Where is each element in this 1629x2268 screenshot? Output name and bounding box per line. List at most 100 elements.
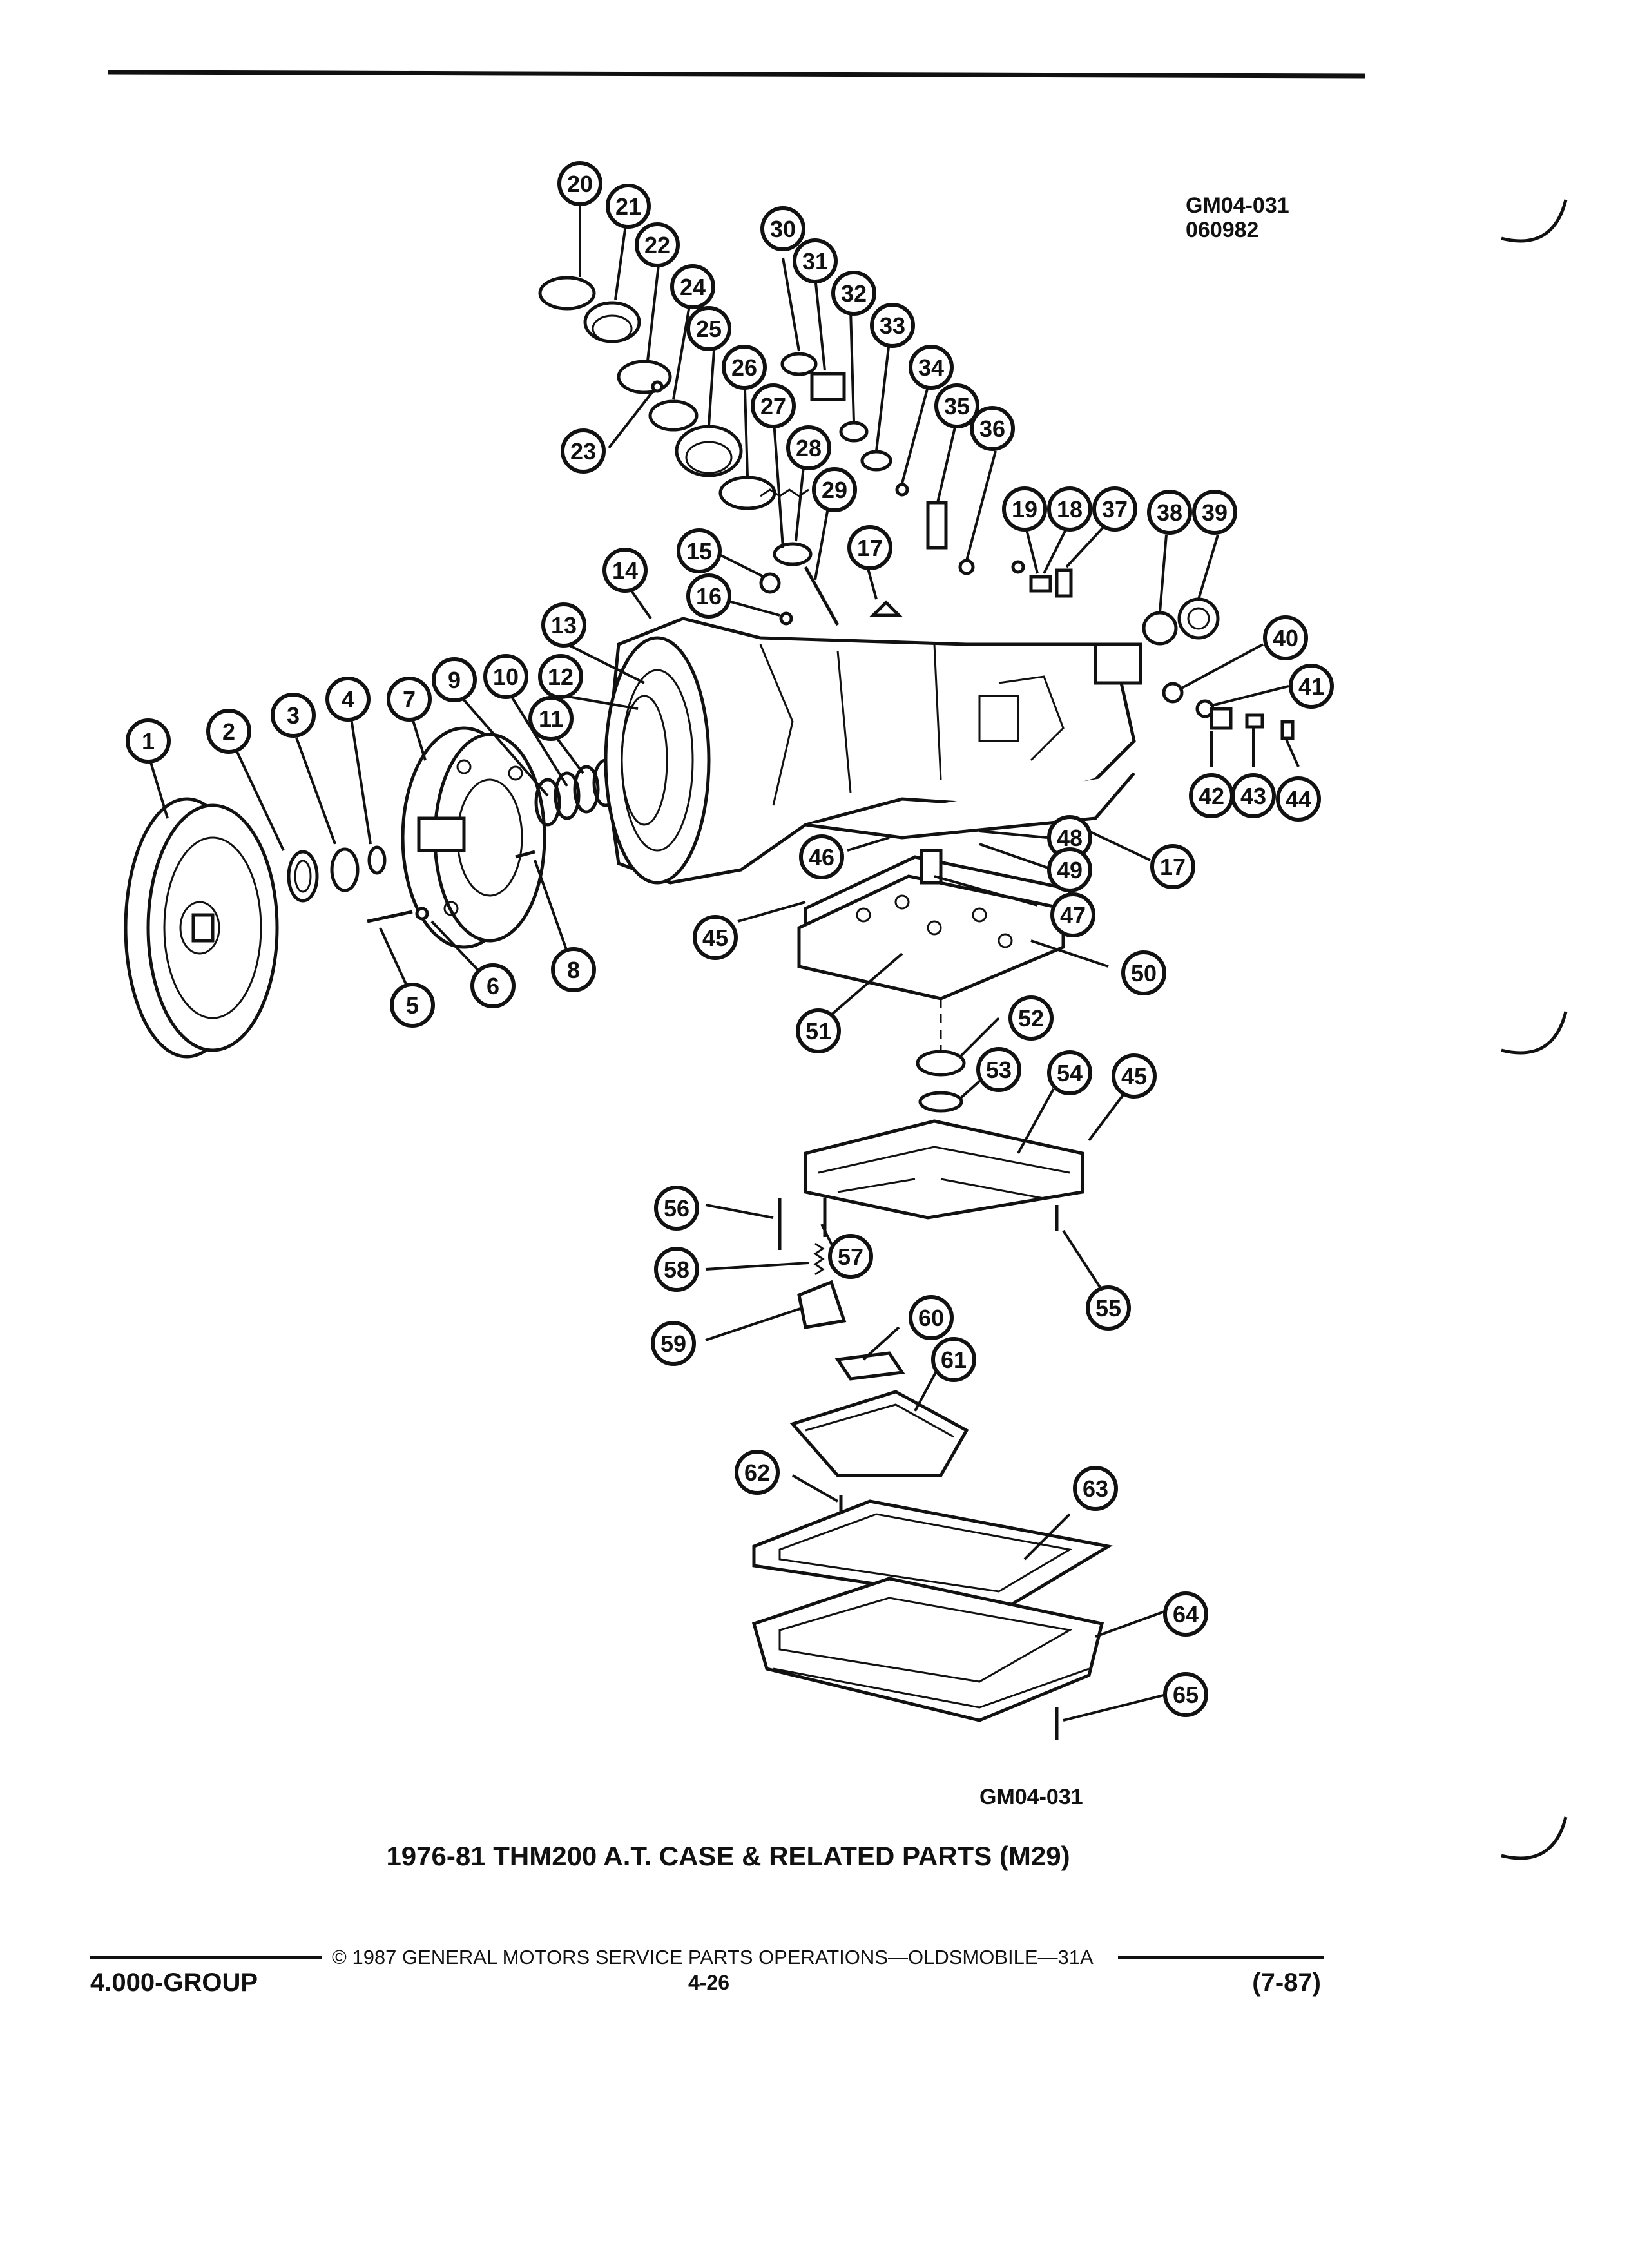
callout-8: 8 [551,947,596,992]
callout-38: 38 [1147,490,1192,535]
callout-25: 25 [686,306,731,351]
callout-circle [847,525,892,570]
callout-label: 42 [1199,783,1224,809]
callout-15: 15 [677,528,722,573]
spacer-plate [797,849,1072,1001]
callout-label: 13 [551,612,577,639]
callout-16: 16 [686,573,731,619]
callout-label: 46 [809,844,834,870]
callout-22: 22 [635,222,680,267]
callout-circle [1150,844,1195,889]
callout-53: 53 [976,1047,1021,1092]
callout-label: 36 [979,416,1005,442]
callout-label: 65 [1173,1682,1199,1708]
callout-circle [551,947,596,992]
callout-circle [635,222,680,267]
callout-2: 2 [206,709,251,754]
callout-label: 62 [744,1459,770,1486]
callout-circle [1092,486,1137,532]
callout-circle [1047,847,1092,892]
callout-label: 14 [612,557,638,584]
binding-marks [1501,199,1568,1860]
leader-lines [147,193,1300,1722]
callout-56: 56 [654,1186,699,1231]
callout-circle [909,345,954,390]
callout-18: 18 [1047,486,1092,532]
callout-label: 47 [1060,902,1086,928]
callout-label: 64 [1173,1601,1199,1628]
callout-49: 49 [1047,847,1092,892]
callout-label: 3 [287,702,300,729]
callout-label: 32 [841,280,867,307]
callout-label: 34 [918,354,944,381]
callout-14: 14 [602,548,648,593]
accumulator-assembly [780,352,975,575]
header-code-line1: GM04-031 [1186,193,1289,218]
callout-13: 13 [541,602,586,648]
callout-circle [786,425,831,470]
callout-57: 57 [828,1234,873,1279]
callout-9: 9 [432,657,477,702]
callout-64: 64 [1163,1591,1208,1637]
figure-title: 1976-81 THM200 A.T. CASE & RELATED PARTS… [386,1841,1070,1871]
callout-label: 37 [1102,496,1128,523]
callout-circle [686,306,731,351]
callout-circle [1086,1285,1131,1331]
callout-28: 28 [786,425,831,470]
callout-circle [528,696,574,741]
callout-label: 58 [664,1256,689,1283]
callout-circle [831,271,876,316]
callout-circle [793,238,838,284]
callout-17: 17 [1150,844,1195,889]
callout-circle [390,983,435,1028]
callout-circle [654,1186,699,1231]
callout-circle [1112,1053,1157,1099]
callout-circle [651,1321,696,1366]
callout-circle [602,548,648,593]
callout-circle [206,709,251,754]
top-rule [108,70,1365,79]
callout-circle [432,657,477,702]
callout-circle [870,303,915,348]
callout-label: 16 [696,583,722,610]
callout-1: 1 [126,718,171,764]
callout-34: 34 [909,345,954,390]
callout-label: 21 [615,193,641,220]
callout-4: 4 [325,677,371,722]
callout-44: 44 [1276,776,1321,822]
transmission-illustration [124,276,1295,1740]
footer-copyright: © 1987 GENERAL MOTORS SERVICE PARTS OPER… [332,1946,1094,1968]
callout-label: 59 [660,1331,686,1357]
callout-label: 49 [1057,857,1083,883]
callout-circle [557,161,602,206]
callout-label: 61 [941,1347,967,1373]
callout-label: 52 [1018,1005,1044,1032]
callout-label: 20 [567,171,593,197]
callout-label: 31 [802,248,828,274]
callout-43: 43 [1231,773,1276,818]
callout-circle [325,677,371,722]
callout-32: 32 [831,271,876,316]
oil-pan [751,1577,1104,1722]
callout-label: 33 [880,312,905,339]
callout-circle [796,1008,841,1053]
callout-circle [126,718,171,764]
callout-10: 10 [483,654,528,699]
callout-59: 59 [651,1321,696,1366]
callout-circle [1008,995,1054,1041]
callout-19: 19 [1002,486,1047,532]
callout-label: 41 [1298,673,1324,700]
callout-label: 30 [770,216,796,242]
callout-circle [1231,773,1276,818]
callout-circle [1047,486,1092,532]
callout-label: 17 [1160,854,1186,880]
callout-35: 35 [934,383,979,428]
callout-label: 38 [1157,499,1182,526]
callout-circle [561,428,606,474]
callout-label: 9 [448,667,461,693]
callout-circle [387,677,432,722]
callout-circle [735,1450,780,1495]
footer-page: 4-26 [688,1971,729,1994]
